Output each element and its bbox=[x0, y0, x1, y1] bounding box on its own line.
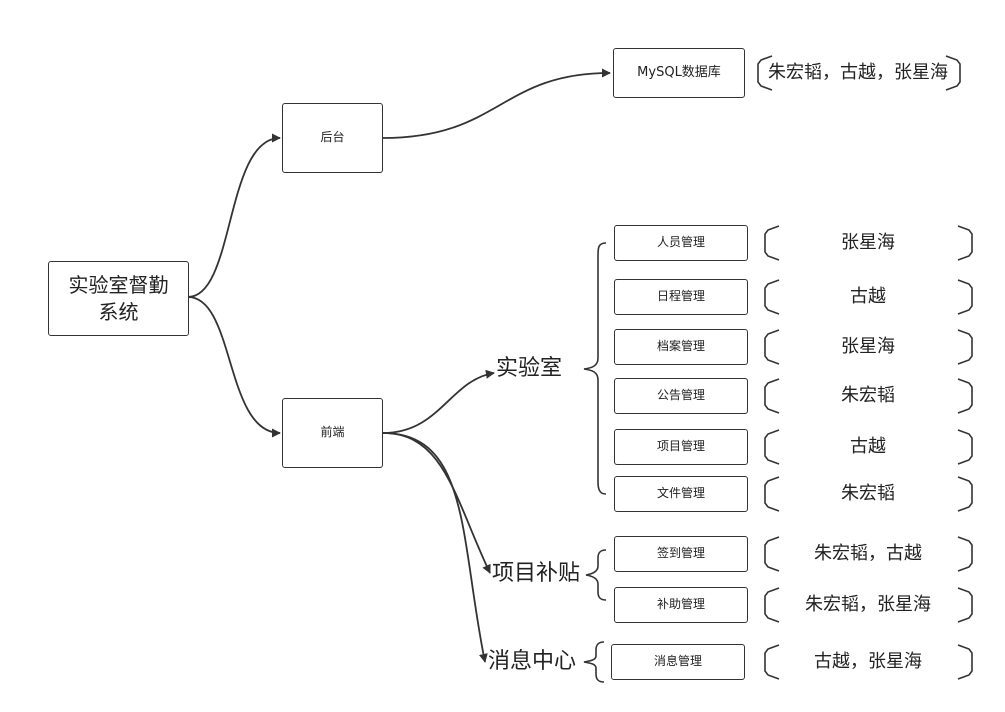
assignee-bracket-left bbox=[764, 536, 780, 572]
assignee-bracket-right bbox=[957, 279, 973, 315]
frontend-node[interactable]: 前端 bbox=[282, 398, 383, 468]
brace-message bbox=[583, 641, 605, 683]
assignee-bracket-left bbox=[764, 329, 780, 365]
assignee-bracket-left bbox=[764, 279, 780, 315]
assignee-bracket-left bbox=[764, 225, 780, 261]
assignee-bracket-right bbox=[957, 329, 973, 365]
brace-lab bbox=[583, 242, 607, 495]
backend-node[interactable]: 后台 bbox=[282, 103, 383, 173]
module-assignees: 张星海 bbox=[841, 336, 895, 357]
group-label-message: 消息中心 bbox=[488, 649, 577, 674]
assignee-bracket-right bbox=[945, 55, 961, 91]
assignee-bracket-right bbox=[957, 225, 973, 261]
module-node-personnel[interactable]: 人员管理 bbox=[614, 225, 748, 261]
frontend-label: 前端 bbox=[320, 425, 345, 440]
assignee-bracket-right bbox=[957, 476, 973, 512]
assignee-bracket-left bbox=[764, 429, 780, 465]
module-assignees: 古越，张星海 bbox=[814, 651, 922, 672]
backend-label: 后台 bbox=[320, 130, 345, 145]
module-assignees: 张星海 bbox=[841, 232, 895, 253]
group-label-subsidy: 项目补贴 bbox=[492, 561, 581, 586]
assignee-bracket-right bbox=[957, 429, 973, 465]
edge-frontend-subsidy bbox=[382, 432, 491, 574]
assignee-bracket-right bbox=[957, 587, 973, 623]
module-node-checkin[interactable]: 签到管理 bbox=[614, 536, 748, 572]
module-node-file[interactable]: 文件管理 bbox=[614, 476, 748, 512]
assignee-bracket-left bbox=[764, 378, 780, 414]
edge-root-backend bbox=[187, 133, 281, 298]
module-node-project[interactable]: 项目管理 bbox=[614, 429, 748, 465]
edge-root-frontend bbox=[187, 296, 281, 438]
module-node-archive[interactable]: 档案管理 bbox=[614, 329, 748, 365]
database-assignees: 朱宏韬，古越，张星海 bbox=[768, 62, 948, 83]
group-label-lab: 实验室 bbox=[496, 356, 563, 381]
assignee-bracket-right bbox=[957, 536, 973, 572]
module-node-message[interactable]: 消息管理 bbox=[611, 644, 745, 680]
database-node[interactable]: MySQL数据库 bbox=[613, 48, 745, 98]
module-assignees: 朱宏韬，古越 bbox=[814, 543, 922, 564]
assignee-bracket-left bbox=[764, 587, 780, 623]
root-label: 实验室督勤 系统 bbox=[68, 272, 169, 324]
module-node-allowance[interactable]: 补助管理 bbox=[614, 587, 748, 623]
edge-frontend-lab bbox=[382, 369, 495, 434]
assignee-bracket-right bbox=[957, 644, 973, 680]
module-assignees: 朱宏韬 bbox=[841, 483, 895, 504]
assignee-bracket-right bbox=[957, 378, 973, 414]
module-assignees: 朱宏韬，张星海 bbox=[805, 594, 931, 615]
module-node-schedule[interactable]: 日程管理 bbox=[614, 279, 748, 315]
assignee-bracket-left bbox=[764, 476, 780, 512]
database-label: MySQL数据库 bbox=[637, 64, 721, 80]
brace-subsidy bbox=[585, 549, 607, 601]
edge-frontend-message bbox=[382, 432, 488, 663]
module-assignees: 朱宏韬 bbox=[841, 385, 895, 406]
edge-backend-database bbox=[382, 68, 611, 139]
module-assignees: 古越 bbox=[850, 436, 886, 457]
module-node-announcement[interactable]: 公告管理 bbox=[614, 378, 748, 414]
assignee-bracket-left bbox=[764, 644, 780, 680]
assignee-bracket-left bbox=[757, 55, 773, 91]
root-node[interactable]: 实验室督勤 系统 bbox=[48, 261, 189, 336]
module-assignees: 古越 bbox=[850, 286, 886, 307]
